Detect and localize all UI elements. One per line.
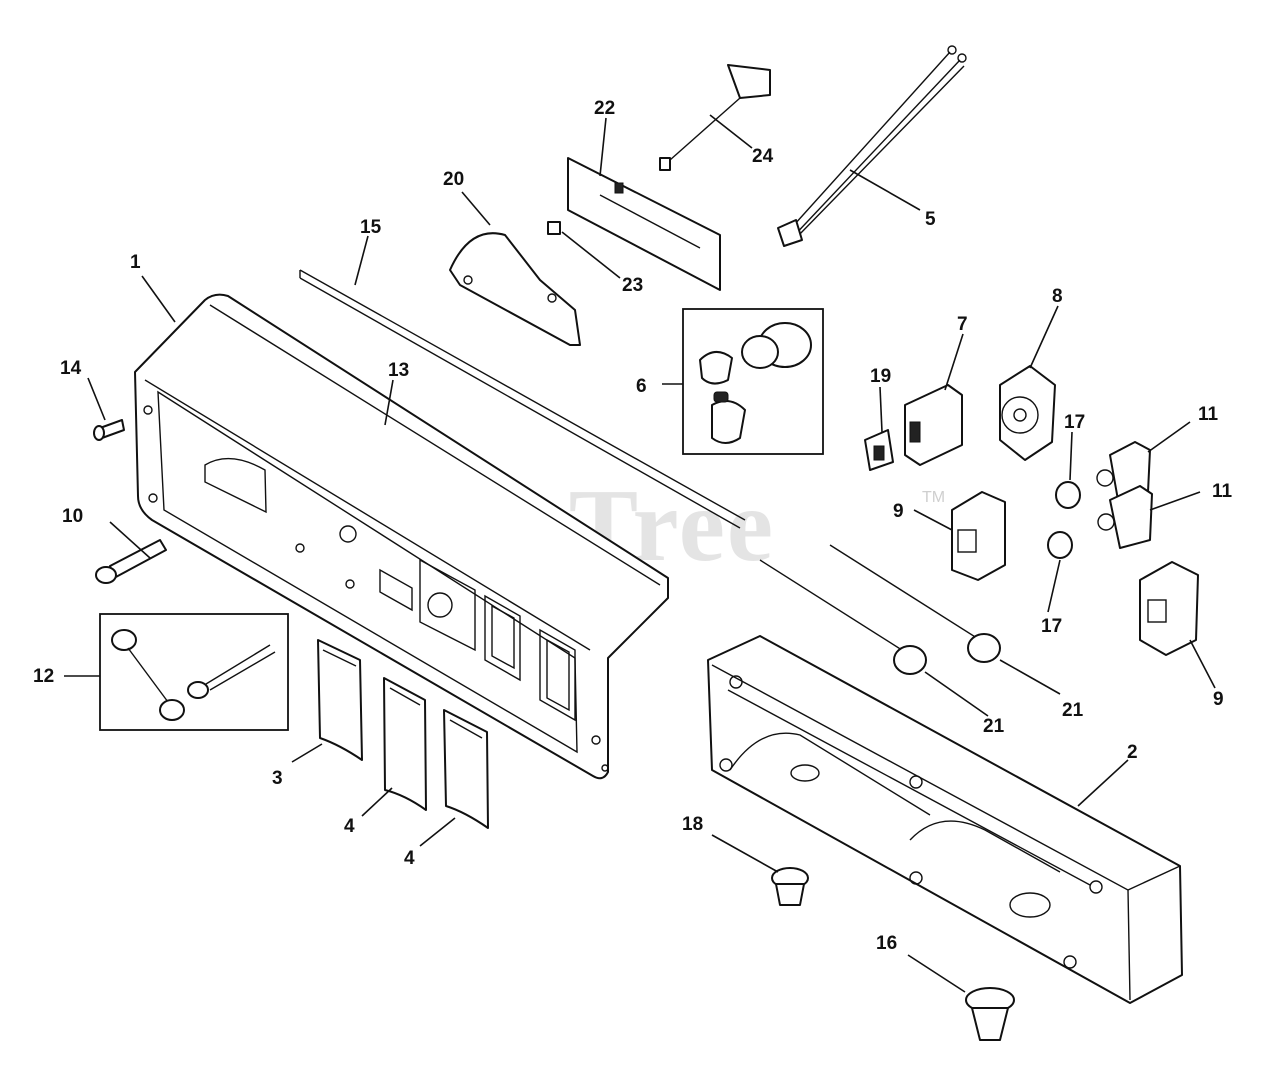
label-1: 1 — [130, 252, 141, 273]
label-17-b: 17 — [1041, 616, 1062, 637]
label-22: 22 — [594, 98, 615, 119]
label-16: 16 — [876, 933, 897, 954]
label-7: 7 — [957, 314, 968, 335]
label-8: 8 — [1052, 286, 1063, 307]
label-9-b: 9 — [1213, 689, 1224, 710]
label-5: 5 — [925, 209, 936, 230]
part-1-control-panel[interactable] — [134, 293, 669, 780]
label-3: 3 — [272, 768, 283, 789]
part-20-bracket[interactable] — [449, 232, 581, 346]
label-18: 18 — [682, 814, 703, 835]
part-23-connector[interactable] — [547, 221, 561, 235]
part-19-rocker[interactable] — [864, 429, 894, 471]
label-20: 20 — [443, 169, 464, 190]
part-21-grommet-b[interactable] — [829, 544, 1001, 663]
part-6-ignition-switch[interactable] — [682, 308, 824, 455]
leader-lines — [64, 114, 1216, 993]
part-16-plug[interactable] — [965, 987, 1015, 1041]
label-24: 24 — [752, 146, 774, 167]
part-18-plug[interactable] — [771, 867, 809, 906]
label-10: 10 — [62, 506, 83, 527]
label-12: 12 — [33, 666, 54, 687]
label-21-a: 21 — [983, 716, 1005, 737]
part-2-base-box[interactable] — [707, 635, 1183, 1004]
part-4-cover-b[interactable] — [443, 709, 489, 829]
label-2: 2 — [1127, 742, 1138, 763]
part-14-screw[interactable] — [93, 419, 125, 441]
part-21-grommet-a[interactable] — [759, 559, 927, 675]
part-7-switch[interactable] — [904, 384, 963, 466]
label-14: 14 — [60, 358, 82, 379]
part-3-cover[interactable] — [317, 639, 363, 761]
part-4-cover-a[interactable] — [383, 677, 427, 811]
part-labels: 1 2 3 4 4 5 6 7 8 9 9 10 11 11 12 13 14 … — [33, 98, 1233, 954]
part-9-gfci-outlet-a[interactable] — [951, 491, 1006, 581]
part-17-knob-a[interactable] — [1055, 481, 1081, 509]
part-10-bolt[interactable] — [95, 539, 167, 584]
part-24-adapter[interactable] — [659, 64, 771, 171]
part-8-receptacle[interactable] — [999, 365, 1056, 461]
label-11-a: 11 — [1198, 404, 1219, 425]
part-9-gfci-outlet-b[interactable] — [1139, 561, 1199, 656]
part-22-circuit-board[interactable] — [567, 157, 721, 291]
part-11-breaker-b[interactable] — [1097, 485, 1153, 549]
part-17-knob-b[interactable] — [1047, 531, 1073, 559]
label-21-b: 21 — [1062, 700, 1084, 721]
label-4-a: 4 — [344, 816, 355, 837]
watermark-trademark: TM — [922, 489, 945, 506]
label-19: 19 — [870, 366, 891, 387]
label-6: 6 — [636, 376, 647, 397]
part-5-wire-harness[interactable] — [777, 45, 967, 247]
label-9-a: 9 — [893, 501, 904, 522]
part-12-assembly[interactable] — [99, 613, 289, 731]
label-17-a: 17 — [1064, 412, 1085, 433]
part-15-bar[interactable] — [299, 269, 746, 529]
label-13: 13 — [388, 360, 409, 381]
label-23: 23 — [622, 275, 643, 296]
label-11-b: 11 — [1212, 481, 1233, 502]
label-15: 15 — [360, 217, 382, 238]
label-4-b: 4 — [404, 848, 415, 869]
